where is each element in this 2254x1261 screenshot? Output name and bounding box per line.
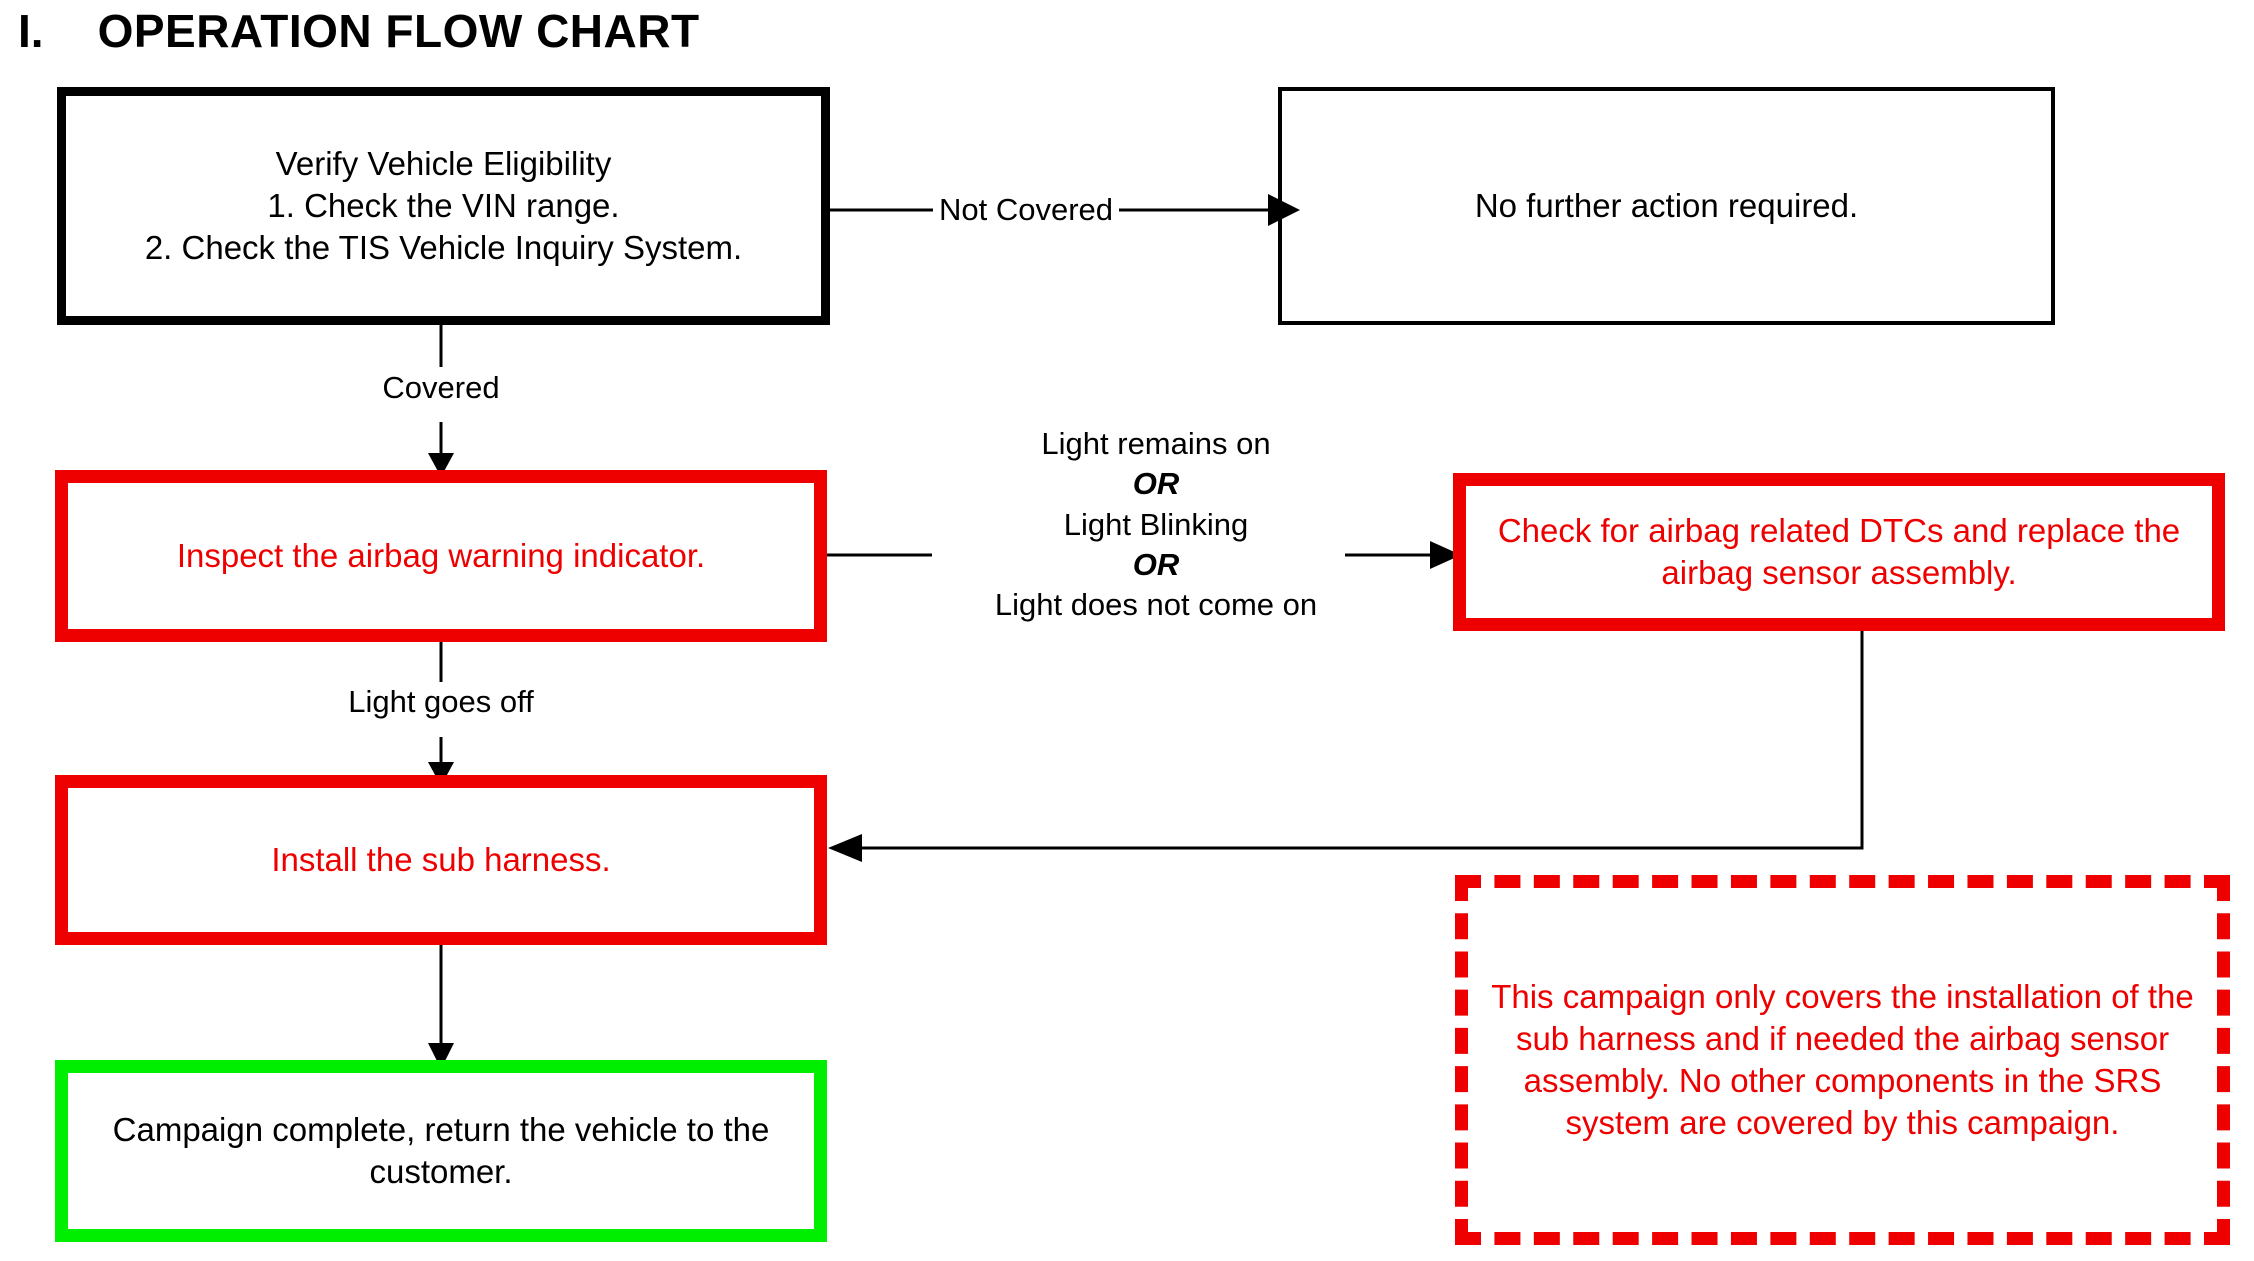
light-condition-or-2: OR bbox=[1132, 546, 1180, 582]
edge-label-not-covered: Not Covered bbox=[933, 190, 1119, 230]
title-numeral: I. bbox=[18, 5, 44, 57]
light-condition-line-2: Light Blinking bbox=[1063, 506, 1249, 542]
node-install-sub-harness-label: Install the sub harness. bbox=[271, 840, 611, 878]
light-condition-line-1: Light remains on bbox=[1041, 426, 1271, 461]
node-campaign-complete-label: Campaign complete, return the vehicle to… bbox=[112, 1110, 770, 1190]
note-campaign-scope: This campaign only covers the installati… bbox=[1455, 875, 2230, 1245]
light-condition-line-3: Light does not come on bbox=[994, 587, 1318, 623]
title-text: OPERATION FLOW CHART bbox=[97, 5, 700, 57]
light-condition-or-1: OR bbox=[1132, 466, 1180, 502]
node-check-airbag-dtcs[interactable]: Check for airbag related DTCs and replac… bbox=[1453, 473, 2225, 631]
node-verify-vehicle-eligibility-label: Verify Vehicle Eligibility 1. Check the … bbox=[144, 144, 743, 267]
connector-install-to-complete bbox=[424, 945, 458, 1069]
node-verify-vehicle-eligibility[interactable]: Verify Vehicle Eligibility 1. Check the … bbox=[57, 87, 830, 325]
edge-label-light-condition: Light remains on OR Light Blinking OR Li… bbox=[910, 424, 1402, 625]
node-install-sub-harness[interactable]: Install the sub harness. bbox=[55, 775, 827, 945]
connector-dtc-to-install bbox=[800, 631, 1880, 862]
node-inspect-airbag-warning-indicator-label: Inspect the airbag warning indicator. bbox=[176, 536, 706, 574]
edge-label-light-goes-off: Light goes off bbox=[320, 682, 562, 722]
node-no-further-action-label: No further action required. bbox=[1474, 186, 1859, 224]
note-campaign-scope-label: This campaign only covers the installati… bbox=[1491, 977, 2194, 1142]
node-no-further-action[interactable]: No further action required. bbox=[1278, 87, 2055, 325]
page-title: I. OPERATION FLOW CHART bbox=[18, 4, 700, 58]
node-check-airbag-dtcs-label: Check for airbag related DTCs and replac… bbox=[1497, 511, 2181, 591]
node-inspect-airbag-warning-indicator[interactable]: Inspect the airbag warning indicator. bbox=[55, 470, 827, 642]
edge-label-covered: Covered bbox=[352, 368, 530, 408]
node-campaign-complete[interactable]: Campaign complete, return the vehicle to… bbox=[55, 1060, 827, 1242]
